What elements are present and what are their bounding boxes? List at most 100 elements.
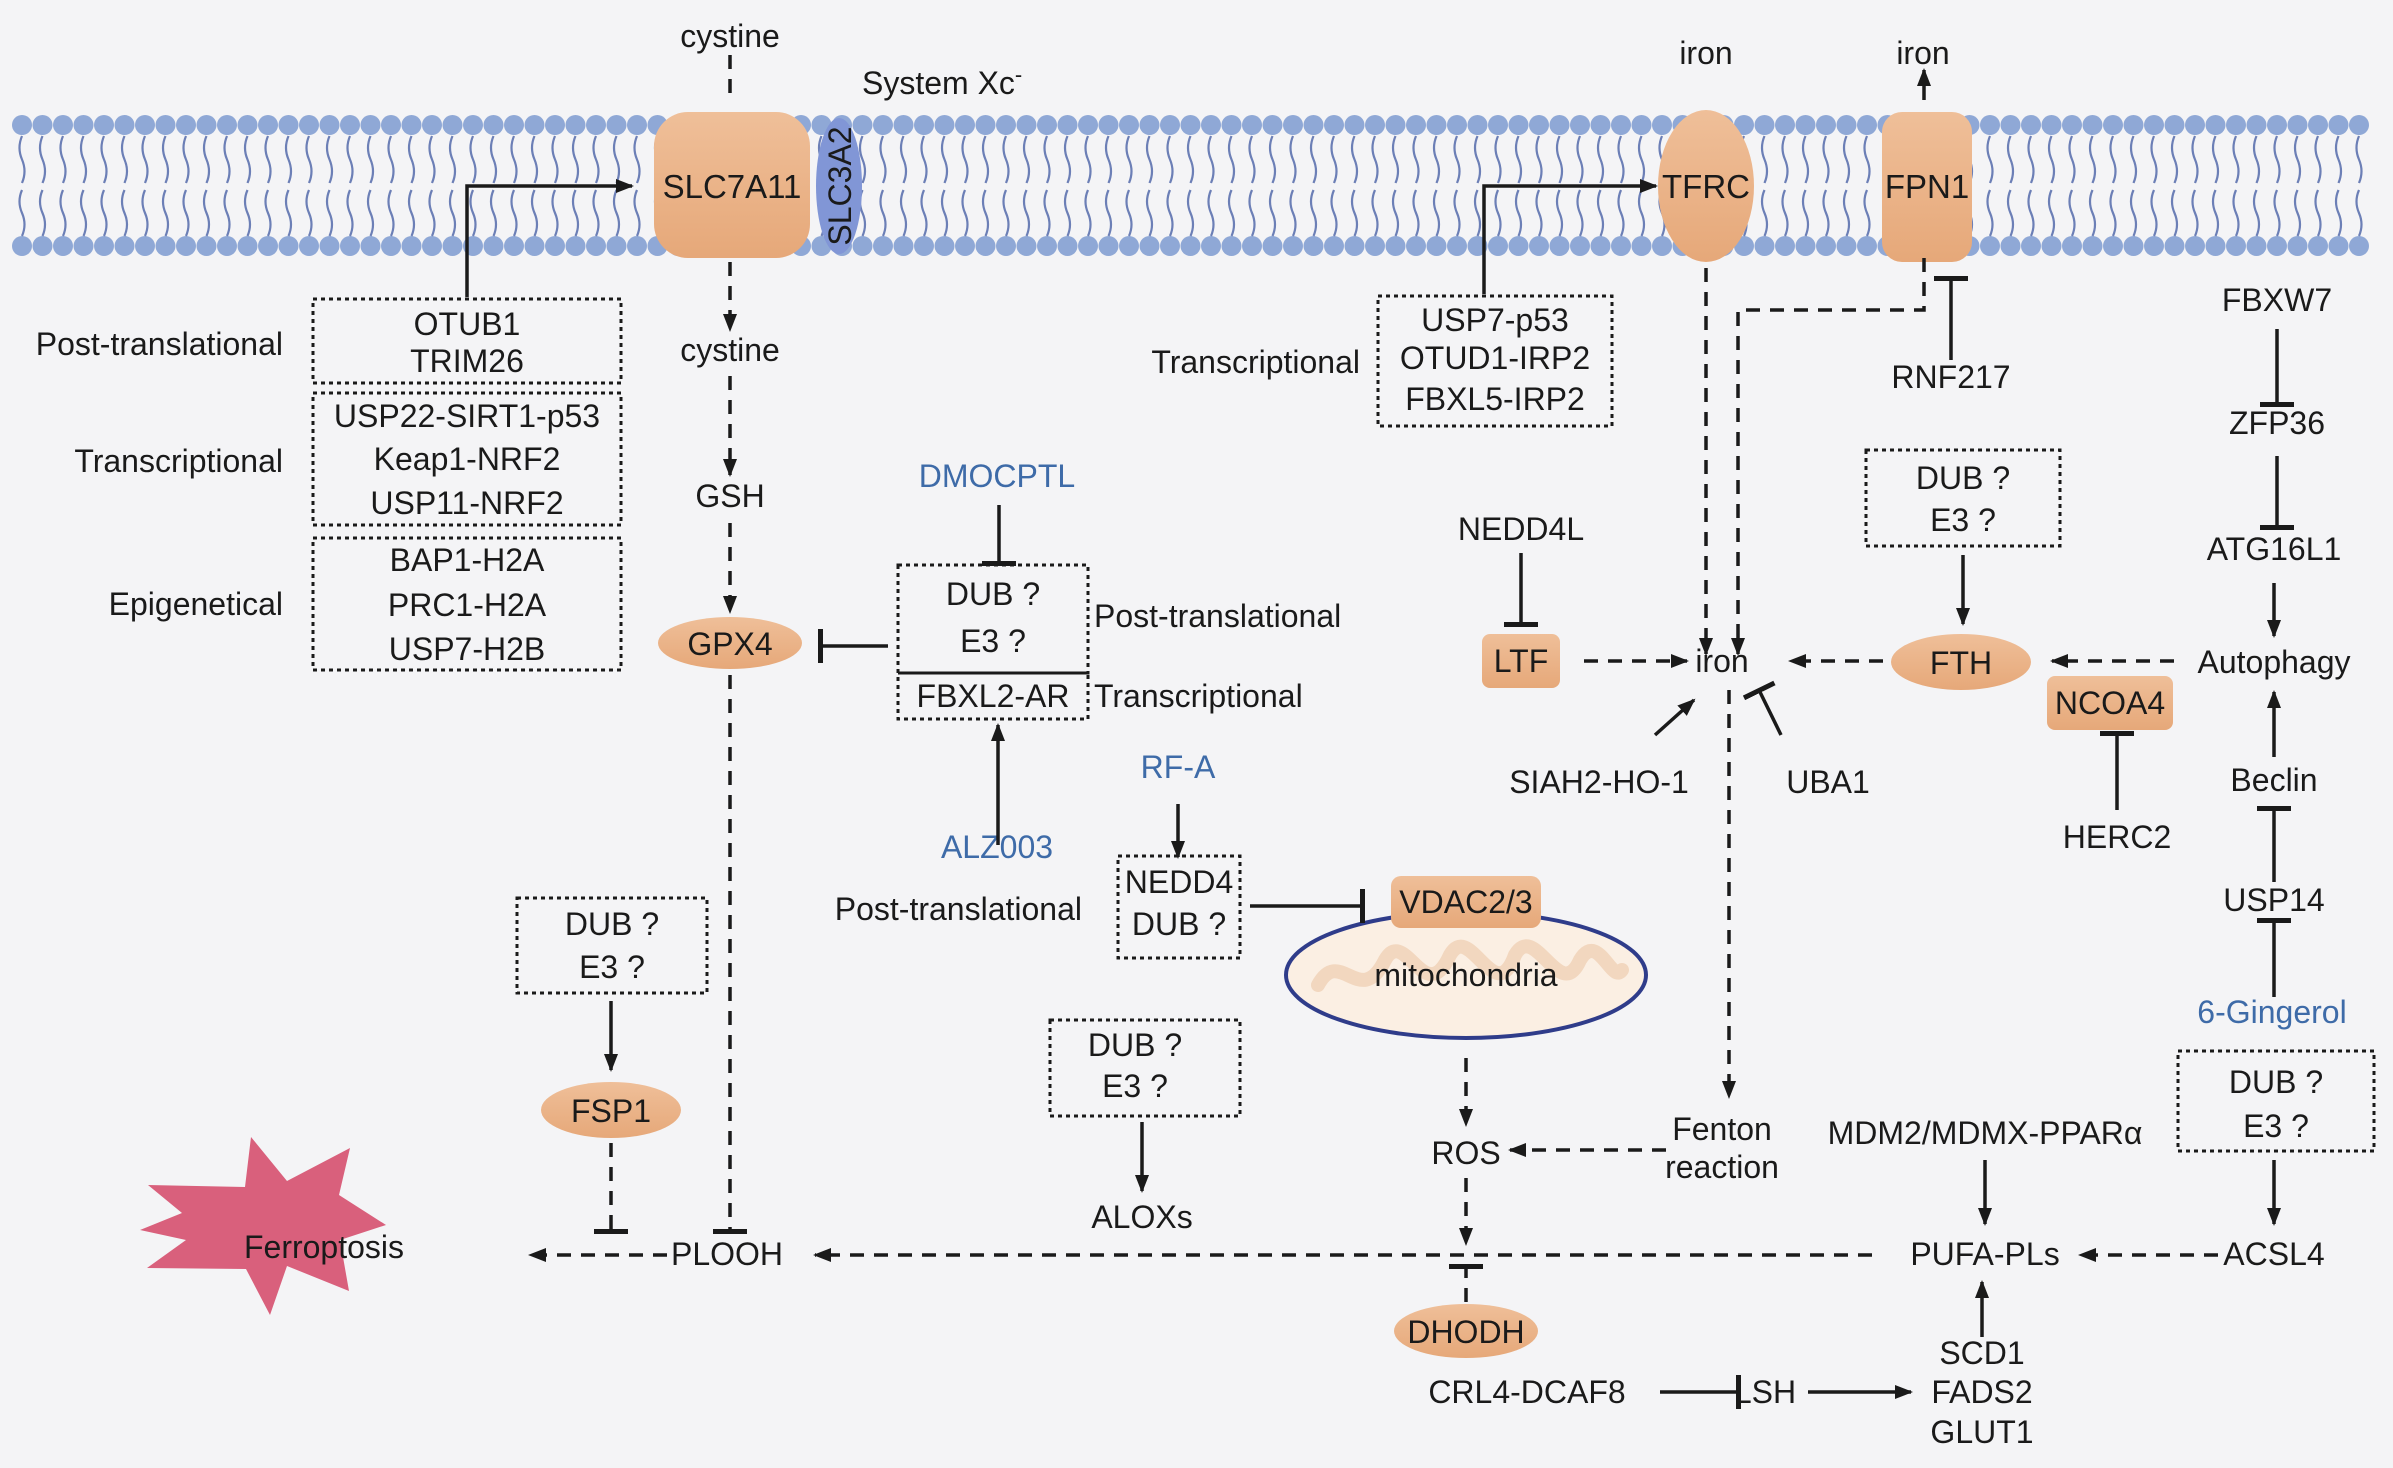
box-item: USP22-SIRT1-p53: [334, 398, 600, 434]
uba1-label: UBA1: [1786, 764, 1870, 800]
fpn1-label: FPN1: [1885, 168, 1969, 205]
box-item: DUB ?: [1916, 460, 2010, 496]
iron-center-label: iron: [1695, 643, 1748, 679]
acsl4-regulation-box: DUB ? E3 ?: [2229, 1064, 2323, 1144]
box-item: USP7-p53: [1421, 302, 1569, 338]
nedd4l-label: NEDD4L: [1458, 511, 1584, 547]
arrow-siah2: [1653, 698, 1696, 737]
plooh-label: PLOOH: [671, 1236, 783, 1272]
gpx4-transcriptional-box: FBXL2-AR: [917, 678, 1070, 714]
fsp1-regulation-box: DUB ? E3 ?: [565, 906, 659, 985]
fenton-label-line1: Fenton: [1672, 1111, 1772, 1147]
alox-regulation-box: DUB ? E3 ?: [1088, 1027, 1182, 1104]
fbxw7-label: FBXW7: [2222, 282, 2332, 318]
acsl4-label: ACSL4: [2223, 1236, 2324, 1272]
zfp36-label: ZFP36: [2229, 405, 2325, 441]
vdac-label: VDAC2/3: [1399, 884, 1532, 920]
epigenetical-label: Epigenetical: [109, 586, 283, 622]
dmocptl-drug-label: DMOCPTL: [919, 458, 1075, 494]
herc2-label: HERC2: [2063, 819, 2171, 855]
slc-post-translational-box: OTUB1 TRIM26: [410, 306, 524, 379]
box-item: DUB ?: [946, 576, 1040, 612]
gpx4-label: GPX4: [687, 626, 772, 662]
ncoa4-node[interactable]: NCOA4: [2047, 676, 2173, 730]
pufa-pls-label: PUFA-PLs: [1910, 1236, 2059, 1272]
fth-label: FTH: [1930, 645, 1992, 681]
inhibit-iron-uba1: [1742, 680, 1783, 736]
dhodh-label: DHODH: [1407, 1314, 1524, 1350]
gpx4-post-translational-box: DUB ? E3 ?: [946, 576, 1040, 659]
slc3a2-transporter[interactable]: SLC3A2: [816, 118, 862, 254]
fth-regulation-box: DUB ? E3 ?: [1916, 460, 2010, 538]
ltf-node[interactable]: LTF: [1482, 634, 1560, 688]
gpx4-node[interactable]: GPX4: [658, 617, 802, 669]
box-item: DUB ?: [565, 906, 659, 942]
box-item: USP11-NRF2: [370, 485, 563, 521]
ncoa4-label: NCOA4: [2055, 685, 2165, 721]
nedd4-post-translational-label: Post-translational: [835, 891, 1082, 927]
ferroptosis-starburst-icon[interactable]: Ferroptosis: [140, 1137, 404, 1315]
cell-membrane-icon: [12, 115, 2369, 256]
post-translational-label: Post-translational: [36, 326, 283, 362]
usp14-label: USP14: [2223, 882, 2324, 918]
slc-epigenetical-box: BAP1-H2A PRC1-H2A USP7-H2B: [388, 542, 547, 667]
cystine-extracellular-label: cystine: [680, 18, 780, 54]
box-item: E3 ?: [1102, 1068, 1168, 1104]
regulation-boxes: [311, 294, 2376, 1153]
box-item: PRC1-H2A: [388, 587, 547, 623]
slc7a11-transporter[interactable]: SLC7A11: [654, 112, 810, 258]
box-item: OTUB1: [414, 306, 521, 342]
atg16l1-label: ATG16L1: [2207, 531, 2342, 567]
fenton-label-line2: reaction: [1665, 1149, 1779, 1185]
slc3a2-label: SLC3A2: [822, 126, 858, 245]
dhodh-node[interactable]: DHODH: [1394, 1304, 1538, 1358]
fth-node[interactable]: FTH: [1891, 634, 2031, 690]
arrow-slc-regulators: [465, 179, 634, 297]
box-item: Keap1-NRF2: [374, 441, 561, 477]
box-item: OTUD1-IRP2: [1400, 340, 1590, 376]
mitochondria-label: mitochondria: [1374, 957, 1557, 993]
siah2-label: SIAH2-HO-1: [1509, 764, 1689, 800]
tfrc-transcriptional-box: USP7-p53 OTUD1-IRP2 FBXL5-IRP2: [1400, 302, 1590, 417]
autophagy-label: Autophagy: [2197, 644, 2350, 680]
lsh-label: LSH: [1734, 1374, 1796, 1410]
mitochondria-icon[interactable]: mitochondria: [1284, 910, 1648, 1040]
crl4-dcaf8-label: CRL4-DCAF8: [1428, 1374, 1625, 1410]
fsp1-label: FSP1: [571, 1093, 651, 1129]
box-item: USP7-H2B: [389, 631, 546, 667]
gpx4-post-translational-label: Post-translational: [1094, 598, 1341, 634]
tfrc-label: TFRC: [1662, 168, 1750, 205]
pathway-connectors: [465, 179, 2294, 1409]
box-item: E3 ?: [2243, 1108, 2309, 1144]
fsp1-node[interactable]: FSP1: [541, 1082, 681, 1138]
ltf-label: LTF: [1494, 643, 1549, 679]
beclin-label: Beclin: [2230, 762, 2317, 798]
box-item: E3 ?: [579, 949, 645, 985]
fads2-label: FADS2: [1931, 1374, 2032, 1410]
box-item: FBXL5-IRP2: [1405, 381, 1585, 417]
box-item: E3 ?: [960, 623, 1026, 659]
alox-label: ALOXs: [1091, 1199, 1192, 1235]
system-xc-label: System Xc-: [862, 62, 1022, 101]
box-item: TRIM26: [410, 343, 524, 379]
ros-label: ROS: [1431, 1135, 1500, 1171]
fpn1-transporter[interactable]: FPN1: [1882, 112, 1972, 262]
gpx4-transcriptional-label: Transcriptional: [1094, 678, 1303, 714]
box-item: NEDD4: [1125, 864, 1233, 900]
box-item: BAP1-H2A: [390, 542, 545, 578]
rf-a-drug-label: RF-A: [1141, 749, 1216, 785]
tfrc-transcriptional-label: Transcriptional: [1151, 344, 1360, 380]
nedd4-regulation-box: NEDD4 DUB ?: [1125, 864, 1233, 942]
box-item: DUB ?: [1132, 906, 1226, 942]
cystine-intracellular-label: cystine: [680, 332, 780, 368]
rnf217-label: RNF217: [1891, 359, 2010, 395]
vdac-channel[interactable]: VDAC2/3: [1391, 876, 1541, 928]
slc-transcriptional-box: USP22-SIRT1-p53 Keap1-NRF2 USP11-NRF2: [334, 398, 600, 521]
box-item: DUB ?: [2229, 1064, 2323, 1100]
tfrc-receptor[interactable]: TFRC: [1658, 110, 1754, 262]
iron-fpn1-label: iron: [1896, 35, 1949, 71]
scd1-label: SCD1: [1939, 1335, 2024, 1371]
box-item: DUB ?: [1088, 1027, 1182, 1063]
arrow-tfrc-regulators: [1482, 179, 1658, 294]
